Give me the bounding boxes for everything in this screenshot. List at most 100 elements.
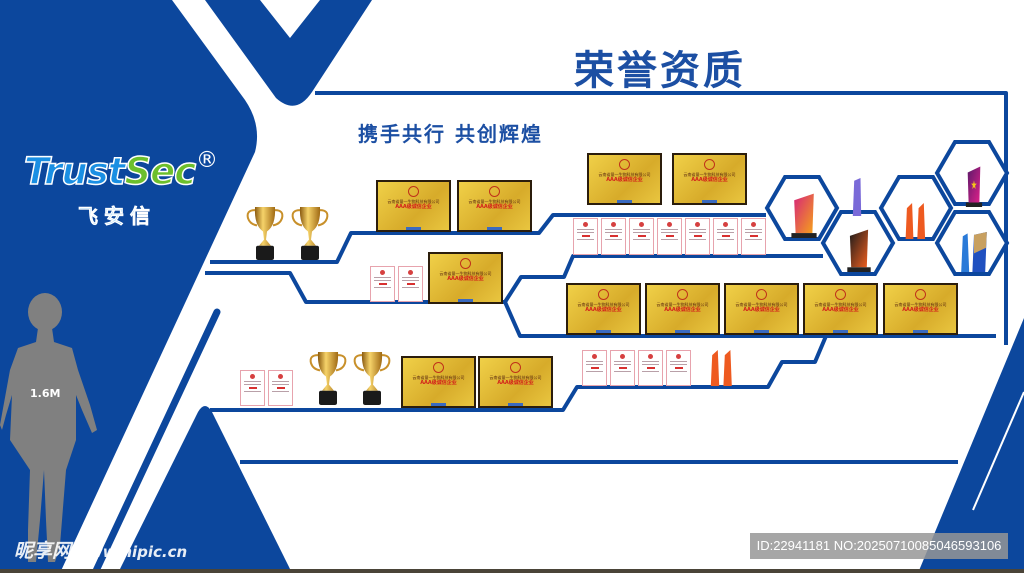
paper-certificate [240,370,265,406]
paper-certificate [638,350,663,386]
certificate-tag [675,330,690,333]
paper-certificate [666,350,691,386]
seal-icon [756,289,767,300]
seal-icon [460,258,471,269]
certificate-company: 云南省量一生物科技有限公司 [683,172,736,177]
certificate-tag [458,299,473,302]
trophy-icon [353,352,391,405]
logo-chinese-name: 飞安信 [78,204,156,229]
certificate-company: 云南省量一生物科技有限公司 [814,302,867,307]
certificate-company: 云南省量一生物科技有限公司 [577,302,630,307]
certificate-honor: AAA级诚信企业 [447,276,484,282]
paper-certificate [629,218,654,255]
certificate-tag [508,403,523,406]
certificate-honor: AAA级诚信企业 [476,204,513,210]
right-white-stripe [972,391,1024,511]
paper-certificate [398,266,423,302]
certificate-honor: AAA级诚信企业 [902,307,939,313]
diagonal-stripe [91,308,221,573]
top-v-shape [205,0,372,106]
shelf-lines [205,91,1008,464]
shelf-line-a [210,213,766,264]
certificate-tag [487,227,502,230]
seal-icon [489,186,500,197]
shelf-line-c [503,301,996,338]
bottom-edge-strip [0,569,1024,573]
certificate-honor: AAA级诚信企业 [585,307,622,313]
paper-certificate [657,218,682,255]
certificate-honor: AAA级诚信企业 [395,204,432,210]
certificate-company: 云南省量一生物科技有限公司 [412,375,465,380]
paper-certificate [601,218,626,255]
certificate-tag [406,227,421,230]
certificate-tag [617,200,632,203]
certificate-company: 云南省量一生物科技有限公司 [656,302,709,307]
seal-icon [677,289,688,300]
award-crystal-icon: ★ [965,166,983,207]
seal-icon [835,289,846,300]
seal-icon [598,289,609,300]
shelf-line-d [210,335,828,412]
height-label: 1.6M [30,387,61,400]
seal-icon [510,362,521,373]
certificate-company: 云南省量一生物科技有限公司 [894,302,947,307]
trophy-icon [309,352,347,405]
trophy-icon [246,207,284,260]
svg-text:★: ★ [971,179,978,192]
certificate-honor: AAA级诚信企业 [497,380,534,386]
certificate-company: 云南省量一生物科技有限公司 [468,199,521,204]
hexagon-frame [934,210,1010,276]
certificate-honor: AAA级诚信企业 [606,177,643,183]
certificate-honor: AAA级诚信企业 [691,177,728,183]
paper-certificate [610,350,635,386]
page-subtitle: 携手共行 共创辉煌 [358,122,543,146]
registered-mark: ® [196,148,218,173]
seal-icon [433,362,444,373]
certificate-honor: AAA级诚信企业 [743,307,780,313]
certificate-tag [596,330,611,333]
shelf-line-b [205,254,823,304]
certificate-company: 云南省量一生物科技有限公司 [598,172,651,177]
paper-certificate [268,370,293,406]
certificate-tag [702,200,717,203]
seal-icon [915,289,926,300]
certificate-honor: AAA级诚信企业 [420,380,457,386]
person-silhouette [0,293,97,562]
award-crystal-icon [852,178,862,216]
certificate-tag [913,330,928,333]
right-blue-shape [918,318,1024,573]
certificate-honor: AAA级诚信企业 [822,307,859,313]
seal-icon [704,159,715,170]
award-crystal-icon [961,232,987,272]
certificate-company: 云南省量一生物科技有限公司 [439,271,492,276]
paper-certificate [685,218,710,255]
certificate-company: 云南省量一生物科技有限公司 [489,375,542,380]
hexagon-frame [878,175,954,241]
seal-icon [619,159,630,170]
page-title: 荣誉资质 [574,48,746,94]
certificate-tag [431,403,446,406]
paper-certificate [573,218,598,255]
trophy-icon [291,207,329,260]
image-id-box: ID:22941181 NO:20250710085046593106 [750,533,1008,559]
paper-certificate [582,350,607,386]
brand-logo: TrustSec [23,149,197,194]
certificate-tag [833,330,848,333]
paper-certificate [741,218,766,255]
award-crystal-icon [791,193,817,238]
certificate-company: 云南省量一生物科技有限公司 [387,199,440,204]
award-crystal-icon [710,350,732,386]
paper-certificate [713,218,738,255]
